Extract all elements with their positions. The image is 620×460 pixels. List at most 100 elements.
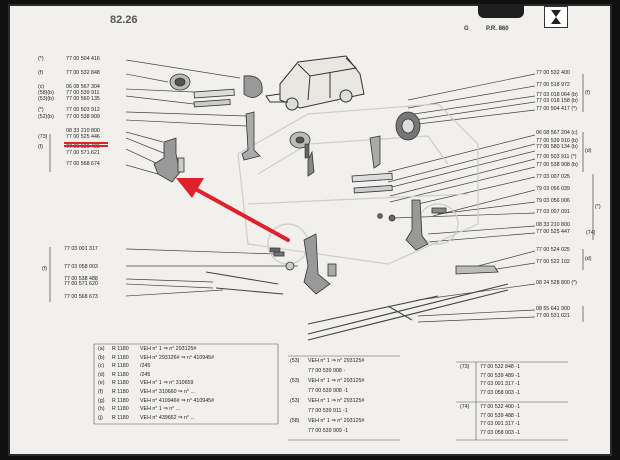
note-tag: (a) (98, 346, 105, 352)
right-ref-number: 77 03 007 025 (536, 174, 570, 180)
right-ref-number: 77 00 518 972 (536, 82, 570, 88)
note-model: R 1180 (112, 397, 129, 404)
left-ref-number: 77 00 571 620 (64, 281, 98, 287)
left-ref-number: 06 08 567 304 (66, 84, 100, 90)
left-ref-tag: (53)(b) (38, 96, 54, 102)
note-tag: (g) (98, 397, 105, 404)
note-tag: (53) (290, 398, 300, 404)
right-ref-number: 77 00 532 400 (536, 70, 570, 76)
note-model: R 1180 (112, 371, 129, 378)
note-model: R 1180 (112, 346, 129, 352)
note-text: 77 00 539 909 -1 (308, 428, 349, 434)
note-text: 77 03 001 317 -1 (480, 421, 521, 427)
left-ref-number: 77 00 504 416 (66, 56, 100, 62)
note-text: VEH n° 293126# ⇒ n° 410945# (140, 354, 215, 361)
right-ref-number: 06 08 567 204 (c) (536, 130, 578, 136)
note-text: 77 00 532 400 -1 (480, 404, 521, 410)
left-ref-tag: (c) (38, 84, 45, 90)
left-ref-number: 77 00 568 673 (64, 294, 98, 300)
note-text: VEH n° 1 ⇒ n° 293125# (308, 418, 365, 424)
left-ref-number: 77 00 539 489 (66, 144, 100, 150)
note-text: /245 (140, 363, 151, 370)
right-tag-1: (f) (585, 90, 590, 96)
left-ref-number: 77 00 560 135 (66, 96, 100, 102)
left-group-tag: (f) (42, 266, 47, 272)
note-text: VEH n° 410946# ⇒ n° 410945# (140, 397, 215, 404)
right-ref-number: 77 00 504 417 (*) (536, 106, 577, 112)
renault-logo-icon (544, 6, 568, 28)
note-model: R 1180 (112, 354, 129, 361)
left-ref-tag: (73) (38, 134, 48, 140)
corner-mark: G (464, 26, 469, 32)
right-ref-number: 77 03 007 091 (536, 209, 570, 215)
right-tag-5: (d) (585, 256, 592, 262)
note-model: R 1180 (112, 389, 129, 395)
page-code: 82.26 (110, 14, 138, 26)
note-text: VEH n° 439662 ⇒ n° ... (140, 414, 195, 421)
left-ref-number: 77 00 538 488 (64, 276, 98, 282)
right-ref-number: 08 33 210 800 (536, 222, 570, 228)
right-ref-number: 77 00 539 910 (b) (536, 138, 578, 144)
left-ref-tag: (f) (38, 70, 43, 76)
left-ref-tag: (*) (38, 107, 44, 113)
note-tag: (f) (98, 389, 103, 395)
left-ref-number: 77 00 571 621 (66, 150, 100, 156)
exploded-diagram (49, 55, 594, 441)
left-ref-number: 77 00 532 848 (66, 70, 100, 76)
right-ref-number: 77 00 503 911 (*) (536, 154, 577, 160)
left-ref-number: 08 33 210 800 (66, 128, 100, 134)
note-text: VEH n° 1 ⇒ n° 293125# (140, 346, 197, 352)
note-text: VEH n° 310660 ⇒ n° ... (140, 389, 195, 395)
right-ref-number: 77 00 580 134 (b) (536, 144, 578, 150)
note-text: 77 00 532 848 -1 (480, 364, 521, 370)
right-ref-number: 77 00 538 908 (b) (536, 162, 578, 168)
red-underline-mark (64, 142, 108, 144)
left-ref-tag: (52)(b) (38, 114, 54, 120)
note-model: R 1180 (112, 380, 129, 387)
note-text: 77 03 001 317 -1 (480, 381, 521, 387)
right-ref-number: 79 03 056 039 (536, 186, 570, 192)
note-text: 77 00 539 908 - (308, 368, 346, 374)
note-tag: (73) (460, 364, 470, 370)
left-ref-number: 77 03 058 003 (64, 264, 98, 270)
annotation-arrow-icon (176, 178, 290, 242)
note-tag: (e) (98, 380, 105, 387)
right-tag-4: (74) (586, 230, 596, 236)
left-ref-number: 77 00 538 909 (66, 114, 100, 120)
note-tag: (74) (460, 404, 470, 410)
left-ref-number: 77 00 539 911 (66, 90, 100, 96)
right-ref-number: 08 55 641 900 (536, 306, 570, 312)
note-text: VEH n° 1 ⇒ n° 310659 (140, 380, 194, 387)
left-ref-number: 77 03 001 317 (64, 246, 98, 252)
right-ref-number: 08 24 528 800 (*) (536, 280, 577, 286)
left-ref-number: 77 00 503 912 (66, 107, 100, 113)
note-text: VEH n° 1 ⇒ n° 293125# (308, 358, 365, 364)
left-ref-number: 77 00 568 674 (66, 161, 100, 167)
note-text: 77 00 539 489 -1 (480, 372, 521, 379)
header-logo-block (478, 4, 524, 18)
catalog-page: 82.26 P.R. 860 G (8, 4, 612, 456)
note-model: R 1180 (112, 414, 129, 421)
right-ref-number: 77 00 531 021 (536, 313, 570, 319)
right-ref-number: 77 03 018 064 (b) (536, 92, 578, 98)
note-tag: (53) (290, 358, 300, 364)
note-text: 77 00 539 911 -1 (308, 408, 348, 414)
right-ref-number: 77 00 525 447 (536, 229, 570, 235)
right-ref-number: 77 00 524 025 (536, 247, 570, 253)
note-tag: (53) (290, 378, 300, 384)
red-underline-mark-2 (64, 145, 108, 147)
left-ref-tag: (58)(b) (38, 90, 54, 96)
right-tag-3: (*) (595, 204, 601, 210)
note-text: 77 00 539 908 -1 (308, 388, 349, 394)
left-ref-tag: (f) (38, 144, 43, 150)
note-tag: (h) (98, 406, 105, 413)
note-tag: (j) (98, 414, 103, 421)
right-ref-number: 77 03 018 158 (b) (536, 98, 578, 104)
note-tag: (b) (98, 354, 105, 361)
right-ref-number: 77 00 522 102 (536, 259, 570, 265)
note-model: R 1180 (112, 363, 129, 370)
left-ref-tag: (*) (38, 56, 44, 62)
plate-ref: P.R. 860 (486, 26, 509, 32)
note-text: VEH n° 1 ⇒ n° ... (140, 406, 181, 413)
note-text: 77 03 058 003 -1 (480, 389, 521, 396)
